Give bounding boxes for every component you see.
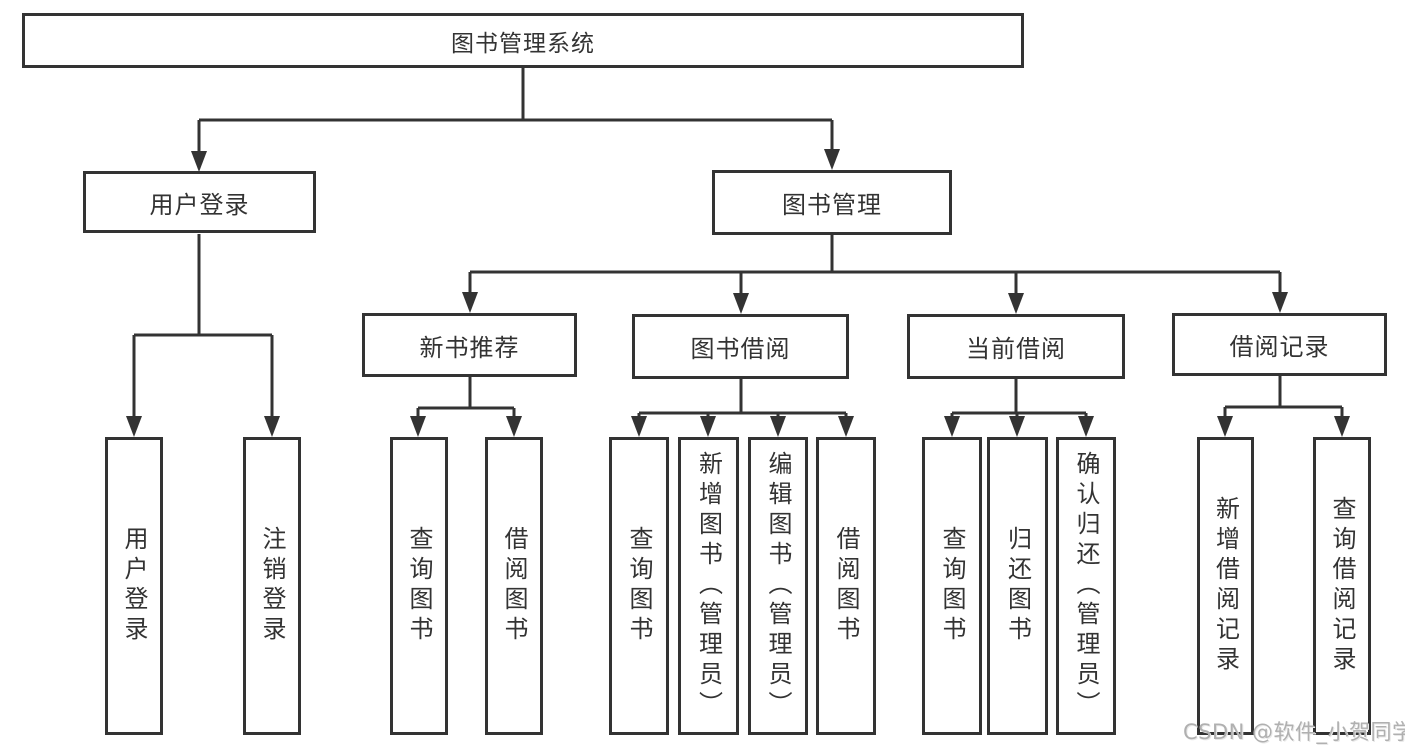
node-borrow-records: 借阅记录 (1172, 313, 1387, 376)
node-book-borrowing: 图书借阅 (632, 314, 849, 379)
node-root-label: 图书管理系统 (451, 30, 595, 57)
node-current-borrowing: 当前借阅 (907, 314, 1125, 379)
leaf-add-book-admin-label: 新增图书（管理员） (694, 451, 723, 721)
leaf-logout: 注销登录 (243, 437, 301, 735)
leaf-edit-book-admin: 编辑图书（管理员） (748, 437, 808, 735)
leaf-borrow-books-recommend-label: 借阅图书 (500, 526, 528, 646)
node-new-book-recommend-label: 新书推荐 (419, 333, 520, 362)
node-book-borrowing-label: 图书借阅 (690, 335, 791, 363)
leaf-query-borrow-record-label: 查询借阅记录 (1328, 496, 1356, 676)
leaf-edit-book-admin-label: 编辑图书（管理员） (764, 451, 792, 721)
leaf-add-book-admin: 新增图书（管理员） (678, 437, 739, 735)
leaf-return-books-label: 归还图书 (1003, 526, 1032, 646)
node-user-login: 用户登录 (83, 171, 316, 233)
leaf-query-books-borrowing: 查询图书 (609, 437, 669, 735)
node-book-management: 图书管理 (712, 170, 952, 235)
leaf-return-books: 归还图书 (987, 437, 1048, 735)
leaf-add-borrow-record: 新增借阅记录 (1197, 437, 1254, 735)
node-borrow-records-label: 借阅记录 (1229, 333, 1330, 361)
leaf-borrow-books-recommend: 借阅图书 (485, 437, 543, 735)
leaf-borrow-books-borrowing: 借阅图书 (816, 437, 876, 735)
leaf-query-books-borrowing-label: 查询图书 (625, 526, 653, 646)
leaf-confirm-return-admin-label: 确认归还（管理员） (1072, 451, 1100, 721)
leaf-add-borrow-record-label: 新增借阅记录 (1211, 496, 1240, 676)
leaf-query-books-recommend: 查询图书 (390, 437, 448, 735)
node-root: 图书管理系统 (22, 13, 1024, 68)
csdn-watermark: CSDN @软件_小贺同学 (1183, 720, 1405, 744)
leaf-confirm-return-admin: 确认归还（管理员） (1056, 437, 1116, 735)
leaf-borrow-books-borrowing-label: 借阅图书 (832, 526, 860, 646)
leaf-query-books-current: 查询图书 (922, 437, 982, 735)
node-current-borrowing-label: 当前借阅 (966, 335, 1066, 363)
arrowheads (126, 149, 1350, 437)
leaf-query-borrow-record: 查询借阅记录 (1313, 437, 1371, 735)
node-new-book-recommend: 新书推荐 (362, 313, 577, 377)
leaf-query-books-current-label: 查询图书 (938, 526, 966, 646)
leaf-query-books-recommend-label: 查询图书 (405, 526, 433, 646)
node-user-login-label: 用户登录 (149, 190, 250, 219)
leaf-user-login-label: 用户登录 (120, 526, 148, 646)
leaf-user-login: 用户登录 (105, 437, 163, 735)
leaf-logout-label: 注销登录 (258, 526, 286, 646)
node-book-management-label: 图书管理 (782, 191, 882, 219)
